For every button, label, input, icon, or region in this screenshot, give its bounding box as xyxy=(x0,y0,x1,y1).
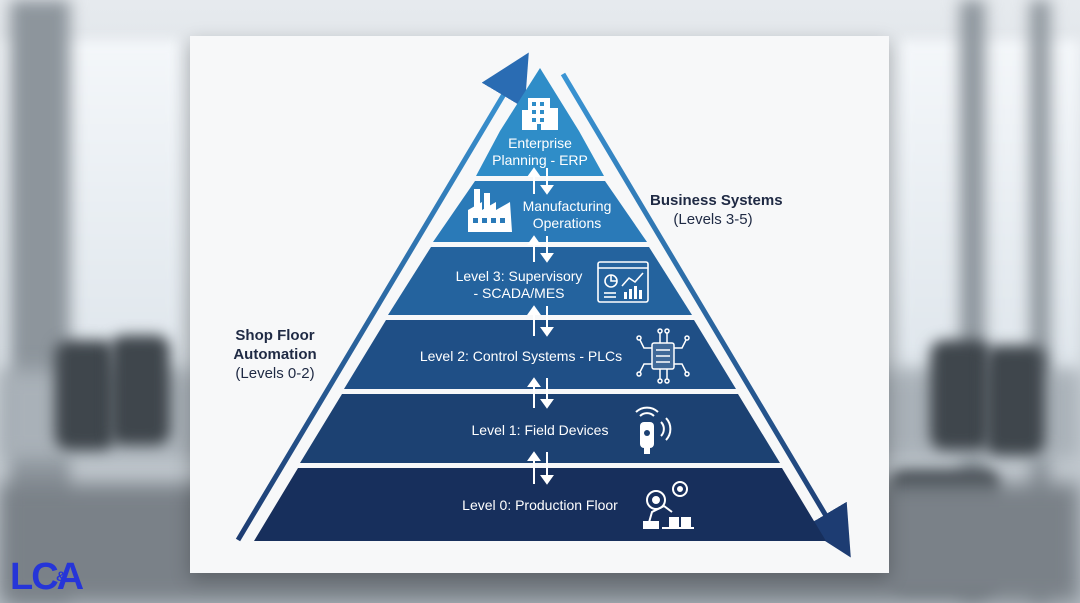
tier-level-3-label: Level 3: Supervisory- SCADA/MES xyxy=(455,268,583,301)
downward-arrow-right xyxy=(560,72,851,558)
business-systems-levels: (Levels 3-5) xyxy=(673,211,753,228)
tier-level-3 xyxy=(388,247,692,315)
business-systems-title: Business Systems xyxy=(650,192,783,209)
factory-icon xyxy=(468,189,512,232)
shop-floor-levels: (Levels 0-2) xyxy=(235,365,315,382)
bidirectional-arrows xyxy=(527,167,554,485)
tier-level-2-label: Level 2: Control Systems - PLCs xyxy=(419,348,623,364)
business-systems-caption: Business Systems (Levels 3-5) xyxy=(650,191,783,229)
upward-arrow-left xyxy=(235,52,529,542)
tier-level-1 xyxy=(300,394,780,463)
dashboard-icon xyxy=(597,261,649,303)
logo-ampersand: & xyxy=(56,568,66,584)
office-building-icon xyxy=(522,98,558,130)
tier-level-1-label: Level 1: Field Devices xyxy=(471,422,609,438)
lca-logo: LCA & xyxy=(10,556,84,599)
wireless-sensor-icon xyxy=(635,406,672,454)
circuit-chip-icon xyxy=(636,328,690,384)
logo-text: LCA xyxy=(10,556,84,598)
tier-level-0-label: Level 0: Production Floor xyxy=(462,497,618,513)
robot-arm-gears-icon xyxy=(643,481,694,529)
